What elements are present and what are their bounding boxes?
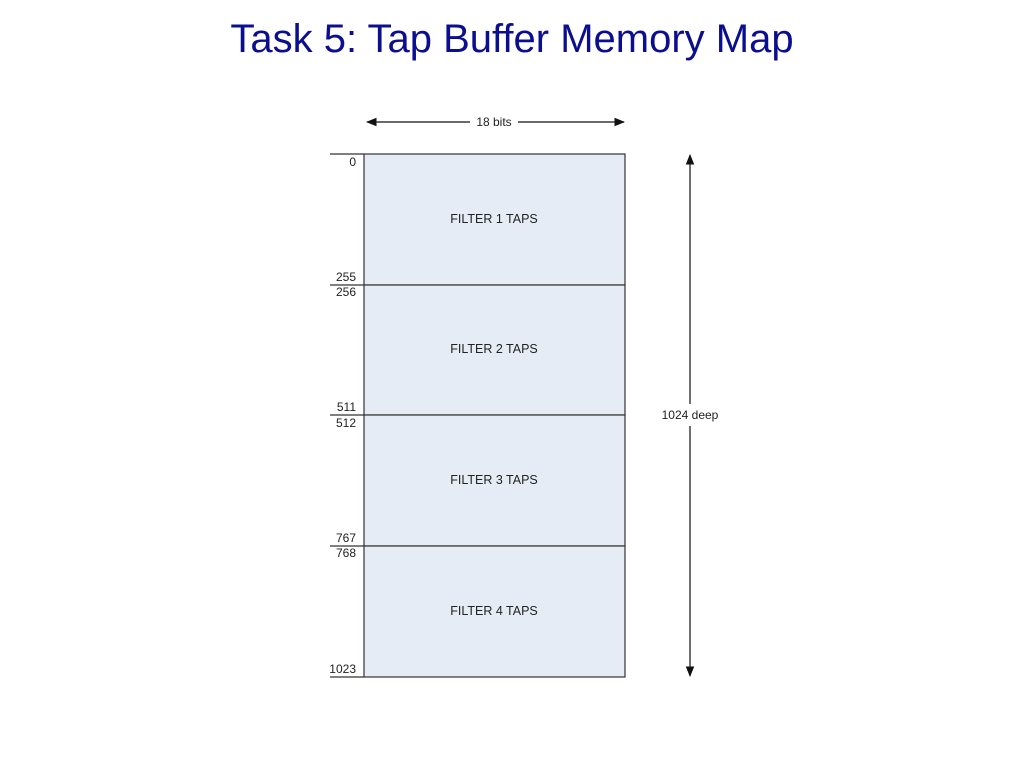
address-label-255: 255 (336, 270, 356, 284)
address-label-767: 767 (336, 531, 356, 545)
address-label-768: 768 (336, 546, 356, 560)
memory-block-4-rect (363, 545, 626, 678)
memory-block-2-rect (363, 284, 626, 416)
memory-block-3: FILTER 3 TAPS (363, 414, 626, 547)
memory-block-4-label: FILTER 4 TAPS (450, 604, 538, 618)
memory-block-4: FILTER 4 TAPS (363, 545, 626, 678)
address-label-256: 256 (336, 285, 356, 299)
memory-block-2-label: FILTER 2 TAPS (450, 342, 538, 356)
page-title: Task 5: Tap Buffer Memory Map (230, 17, 794, 61)
address-label-0: 0 (349, 155, 356, 169)
memory-block-2: FILTER 2 TAPS (363, 284, 626, 416)
memory-block-1-label: FILTER 1 TAPS (450, 212, 538, 226)
memory-block-3-label: FILTER 3 TAPS (450, 473, 538, 487)
address-label-1023: 1023 (329, 662, 356, 676)
address-label-512: 512 (336, 416, 356, 430)
address-label-511: 511 (337, 400, 356, 414)
width-label: 18 bits (476, 115, 511, 129)
depth-label: 1024 deep (662, 408, 719, 422)
memory-block-1: FILTER 1 TAPS (363, 153, 626, 286)
memory-block-3-rect (363, 414, 626, 547)
